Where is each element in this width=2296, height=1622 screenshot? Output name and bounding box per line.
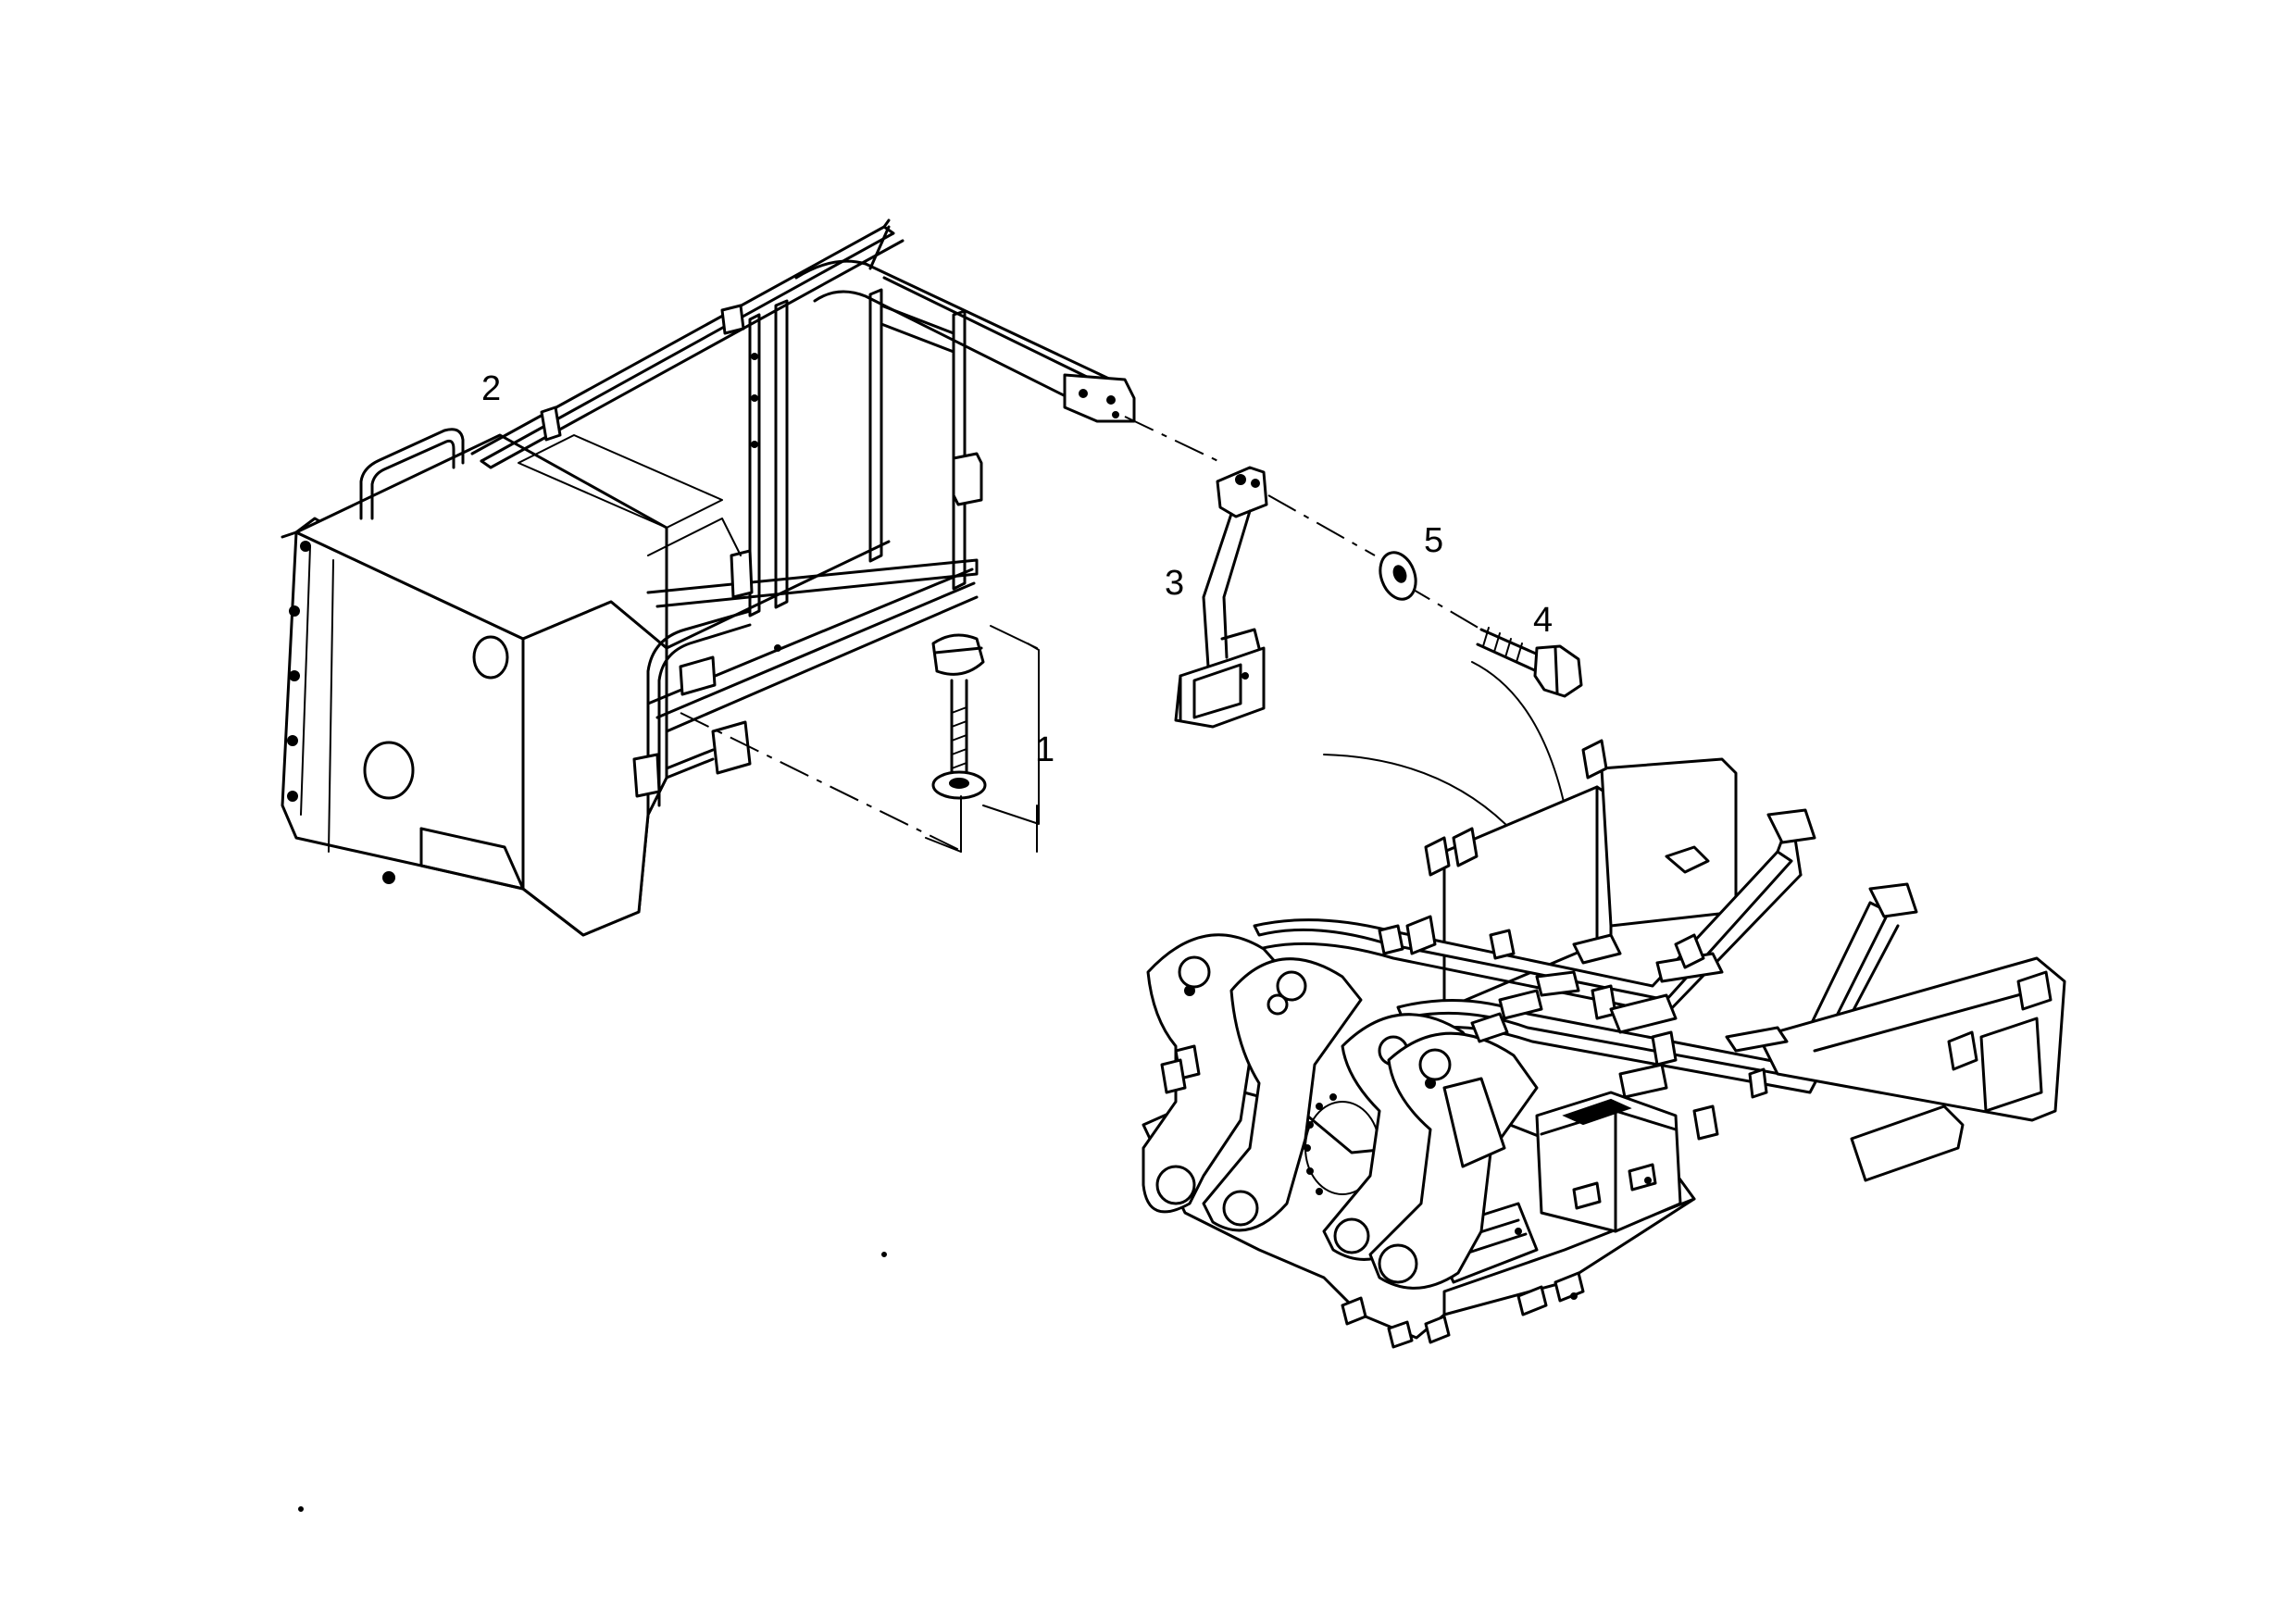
callout-4: 4 — [1533, 601, 1553, 640]
part-4-hex-bolt — [1476, 627, 1583, 698]
stray-mark — [881, 1252, 887, 1257]
assembly-line-bolt — [680, 712, 964, 853]
part-1-bolt-with-washer — [925, 625, 1040, 853]
callout-3: 3 — [1165, 564, 1184, 603]
assembly-line-washer — [1267, 494, 1376, 556]
part-3-support-bracket — [1174, 466, 1268, 729]
callout-2: 2 — [481, 369, 501, 408]
assembly-line-bolt-4 — [1402, 582, 1482, 630]
part-2-tank-frame-assembly — [281, 218, 1136, 937]
stray-mark — [298, 1506, 304, 1512]
callout-5: 5 — [1424, 521, 1443, 560]
assembly-line-bracket — [1124, 416, 1223, 464]
callout-1: 1 — [1035, 730, 1054, 769]
chassis-frame — [1142, 739, 2066, 1349]
part-5-washer — [1379, 551, 1417, 601]
